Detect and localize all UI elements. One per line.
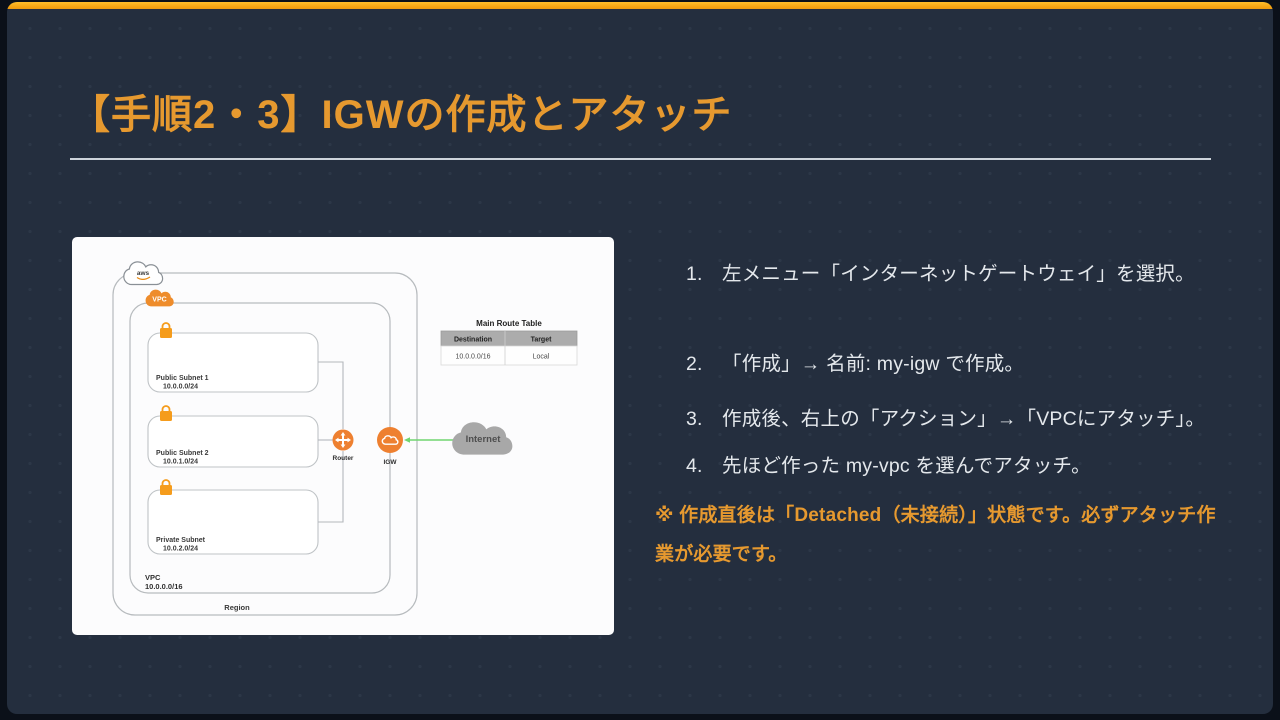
region-box: [112, 272, 418, 616]
slide: 【手順2・3】IGWの作成とアタッチ Region VPC 10.0.0.0/1…: [7, 2, 1273, 714]
step-text: 「作成」→ 名前: my-igw で作成。: [722, 353, 1025, 375]
step-item-2: 2. 「作成」→ 名前: my-igw で作成。: [655, 341, 1221, 388]
public-subnet-2-box: [147, 415, 319, 468]
step-item-4: 4. 先ほど作った my-vpc を選んでアタッチ。: [655, 443, 1221, 490]
subnet-2-name: Public Subnet 2: [156, 450, 209, 457]
step-number: 3.: [686, 408, 703, 430]
region-label: Region: [224, 603, 250, 612]
step-text: 作成後、右上の「アクション」→「VPCにアタッチ」。: [722, 408, 1206, 430]
route-table: Main Route Table Destination Target 10.0…: [440, 319, 578, 366]
step-item-3: 3. 作成後、右上の「アクション」→「VPCにアタッチ」。: [655, 396, 1221, 443]
vpc-architecture-diagram: Region VPC 10.0.0.0/16 aws VPC Pu: [112, 261, 578, 616]
architecture-diagram-panel: Region VPC 10.0.0.0/16 aws VPC Pu: [72, 237, 614, 635]
lock-icon: [160, 479, 172, 495]
route-table-title: Main Route Table: [476, 319, 542, 328]
router-icon: [332, 429, 354, 451]
svg-text:aws: aws: [137, 270, 150, 277]
route-table-cell-destination: 10.0.0.0/16: [455, 354, 490, 361]
route-table-header-target: Target: [531, 337, 553, 344]
lock-icon: [160, 322, 172, 338]
page-title: 【手順2・3】IGWの作成とアタッチ: [70, 93, 733, 137]
step-text: 左メニュー「インターネットゲートウェイ」を選択。: [722, 263, 1195, 285]
vpc-label: VPC: [145, 573, 161, 582]
steps-list: 1. 左メニュー「インターネットゲートウェイ」を選択。 2. 「作成」→ 名前:…: [655, 251, 1221, 490]
subnet3-router-connector: [318, 451, 344, 523]
step-number: 4.: [686, 455, 703, 477]
vpc-cidr-label: 10.0.0.0/16: [145, 582, 183, 591]
route-table-data-row: [440, 345, 578, 366]
subnet-1-cidr: 10.0.0.0/24: [163, 384, 198, 391]
igw-label: IGW: [384, 459, 398, 466]
step-text: 先ほど作った my-vpc を選んでアタッチ。: [722, 455, 1091, 477]
svg-text:VPC: VPC: [152, 297, 166, 304]
router-label: Router: [333, 455, 354, 462]
subnet-3-cidr: 10.0.2.0/24: [163, 546, 198, 553]
subnet-2-cidr: 10.0.1.0/24: [163, 459, 198, 466]
aws-cloud-icon: aws: [123, 261, 164, 286]
accent-top-bar: [7, 2, 1273, 9]
vpc-cloud-icon: VPC: [145, 289, 174, 307]
route-table-cell-target: Local: [533, 354, 550, 361]
step-number: 2.: [686, 353, 703, 375]
subnet-3-name: Private Subnet: [156, 537, 206, 544]
igw-icon: [377, 427, 403, 453]
step-number: 1.: [686, 263, 703, 285]
internet-label: Internet: [466, 434, 502, 445]
steps-column: 1. 左メニュー「インターネットゲートウェイ」を選択。 2. 「作成」→ 名前:…: [655, 251, 1221, 574]
warning-note: ※ 作成直後は「Detached（未接続）」状態です。必ずアタッチ作業が必要です…: [655, 505, 1216, 565]
route-table-header-destination: Destination: [454, 337, 492, 344]
lock-icon: [160, 405, 172, 421]
internet-cloud-icon: Internet: [452, 422, 513, 455]
private-subnet-box: [147, 489, 319, 555]
subnet-1-name: Public Subnet 1: [156, 375, 209, 382]
step-item-1: 1. 左メニュー「インターネットゲートウェイ」を選択。: [655, 251, 1221, 298]
title-underline: [70, 158, 1211, 160]
subnet1-router-connector: [318, 361, 344, 429]
